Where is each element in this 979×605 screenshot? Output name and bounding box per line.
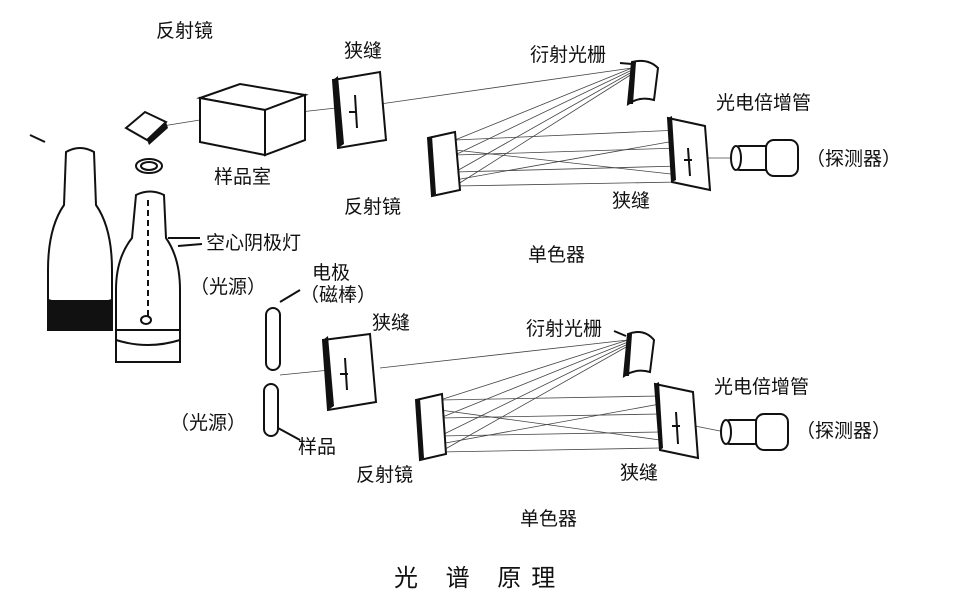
top-mirror-b: [426, 130, 462, 198]
top-lamp-label: 空心阴极灯: [206, 232, 302, 254]
top-sample-chamber: [196, 82, 309, 157]
top-exit-slit-label: 狭缝: [612, 190, 651, 212]
bottom-pmt-label: 光电倍增管: [714, 376, 810, 398]
bottom-light-path: [279, 339, 726, 453]
bottom-mirror: [414, 392, 448, 462]
top-sample-chamber-label: 样品室: [214, 166, 272, 188]
bottom-exit-slit: [653, 382, 700, 460]
top-detector-label: （探测器）: [806, 148, 902, 170]
top-exit-slit: [666, 116, 712, 192]
bottom-pmt: [720, 413, 789, 451]
bottom-electrode-upper: [265, 289, 301, 371]
top-ring-lens: [135, 158, 163, 174]
bottom-entrance-slit-label: 狭缝: [372, 312, 411, 334]
top-light-path: [149, 67, 735, 187]
bottom-source-label: （光源）: [170, 412, 247, 434]
bottom-entrance-slit: [321, 332, 378, 412]
top-pmt-label: 光电倍增管: [716, 92, 812, 114]
bottom-detector-label: （探测器）: [796, 420, 892, 442]
figure-caption: 光 谱 原理: [394, 564, 566, 592]
bottom-grating: [622, 331, 656, 378]
bottom-electrode-rod-label: （磁棒）: [300, 284, 377, 306]
top-entrance-slit: [331, 70, 388, 150]
bottom-electrode-label: 电极: [312, 262, 351, 284]
top-hollow-cathode-lamp: [115, 190, 200, 363]
top-source-label: （光源）: [190, 276, 267, 298]
bottom-monochromator-label: 单色器: [520, 508, 578, 530]
bottom-grating-label: 衍射光栅: [526, 318, 603, 340]
top-mirror-b-label: 反射镜: [344, 196, 402, 218]
top-mirror-a-label: 反射镜: [156, 20, 214, 42]
bottom-mirror-label: 反射镜: [356, 464, 414, 486]
top-grating: [626, 59, 660, 106]
bottom-sample-label: 样品: [298, 436, 337, 458]
top-pmt: [730, 139, 799, 177]
top-monochromator-label: 单色器: [528, 244, 586, 266]
bottom-exit-slit-label: 狭缝: [620, 462, 659, 484]
top-entrance-slit-label: 狭缝: [344, 40, 383, 62]
spare-lamp: [47, 147, 113, 331]
top-mirror-small: [124, 110, 168, 145]
bottom-electrode-lower: [263, 383, 301, 441]
top-grating-label: 衍射光栅: [530, 44, 607, 66]
